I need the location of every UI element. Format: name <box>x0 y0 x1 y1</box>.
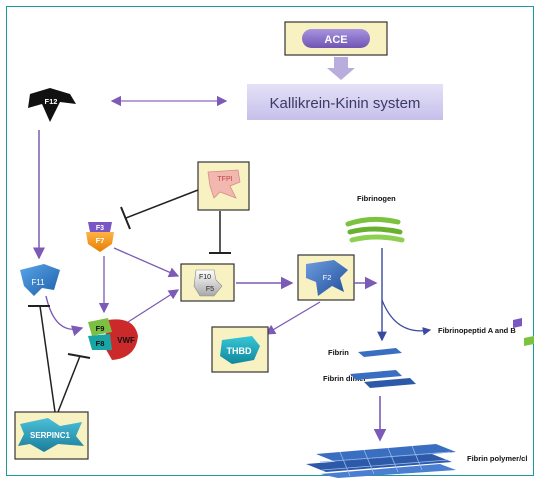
tfpi-inhibit-f7-bar <box>120 206 131 230</box>
tfpi-label: TFPI <box>217 176 232 183</box>
serpinc1-inhibit-f9-bar <box>67 353 91 359</box>
f3-label: F3 <box>96 225 104 232</box>
f12-shape <box>28 88 76 122</box>
fibrinopeptide-label: Fibrinopeptid A and B <box>438 326 516 335</box>
serpinc1-shape <box>18 418 84 452</box>
fibrinopeptide-a-shape <box>513 318 522 328</box>
f2-shape <box>306 260 348 296</box>
fibrin-polymer-label: Fibrin polymer/cl <box>467 454 527 463</box>
kks-box <box>247 84 443 120</box>
f11-shape <box>20 264 60 296</box>
ace-to-kks-arrow <box>327 57 355 80</box>
vwf-label: VWF <box>117 336 135 345</box>
thbd-shape <box>220 336 260 364</box>
serpinc1-label: SERPINC1 <box>30 431 71 440</box>
f9-label: F9 <box>96 324 105 333</box>
fibrin-dimer-shape <box>350 370 416 388</box>
f12-label: F12 <box>45 97 58 106</box>
f11-label: F11 <box>31 278 45 287</box>
thbd-label: THBD <box>227 346 252 356</box>
fibrinopeptide-arrow <box>381 299 432 336</box>
kks-label: Kallikrein-Kinin system <box>270 95 421 112</box>
f8-shape <box>88 334 112 350</box>
f10-f5-shape <box>193 269 223 297</box>
ace-pill <box>302 29 370 48</box>
vwf-shape <box>104 319 138 360</box>
fibrin-dimer-label: Fibrin dimer <box>323 374 366 383</box>
f11-to-f9-arrow <box>45 295 84 337</box>
serpinc1-inhibit-f9-line <box>57 355 81 413</box>
fibrin-label: Fibrin <box>328 348 349 357</box>
f5-label: F5 <box>206 286 214 293</box>
fibrinopeptide-b-shape <box>524 336 534 346</box>
ace-label: ACE <box>324 34 347 46</box>
diagram-frame <box>6 6 534 476</box>
f2-label: F2 <box>323 273 332 282</box>
fibrin-monomer-shape <box>358 348 402 357</box>
fibrinogen-label: Fibrinogen <box>357 194 396 203</box>
f7-to-f10-arrow <box>113 247 180 278</box>
f3-shape <box>88 222 112 232</box>
serpinc1-inhibit-f11-line <box>39 305 56 413</box>
f7-label: F7 <box>96 236 105 245</box>
f8-label: F8 <box>96 339 105 348</box>
f10-label: F10 <box>199 274 211 281</box>
fibrin-polymer-mesh <box>306 444 456 478</box>
f9-shape <box>88 318 112 336</box>
tfpi-inhibit-f7-line <box>125 189 199 219</box>
f9-to-f10-arrow <box>127 289 180 323</box>
f7-shape <box>86 232 114 252</box>
tfpi-shape <box>207 169 241 199</box>
fibrinogen-strands <box>345 216 405 243</box>
f2-to-thbd-arrow <box>264 301 321 335</box>
